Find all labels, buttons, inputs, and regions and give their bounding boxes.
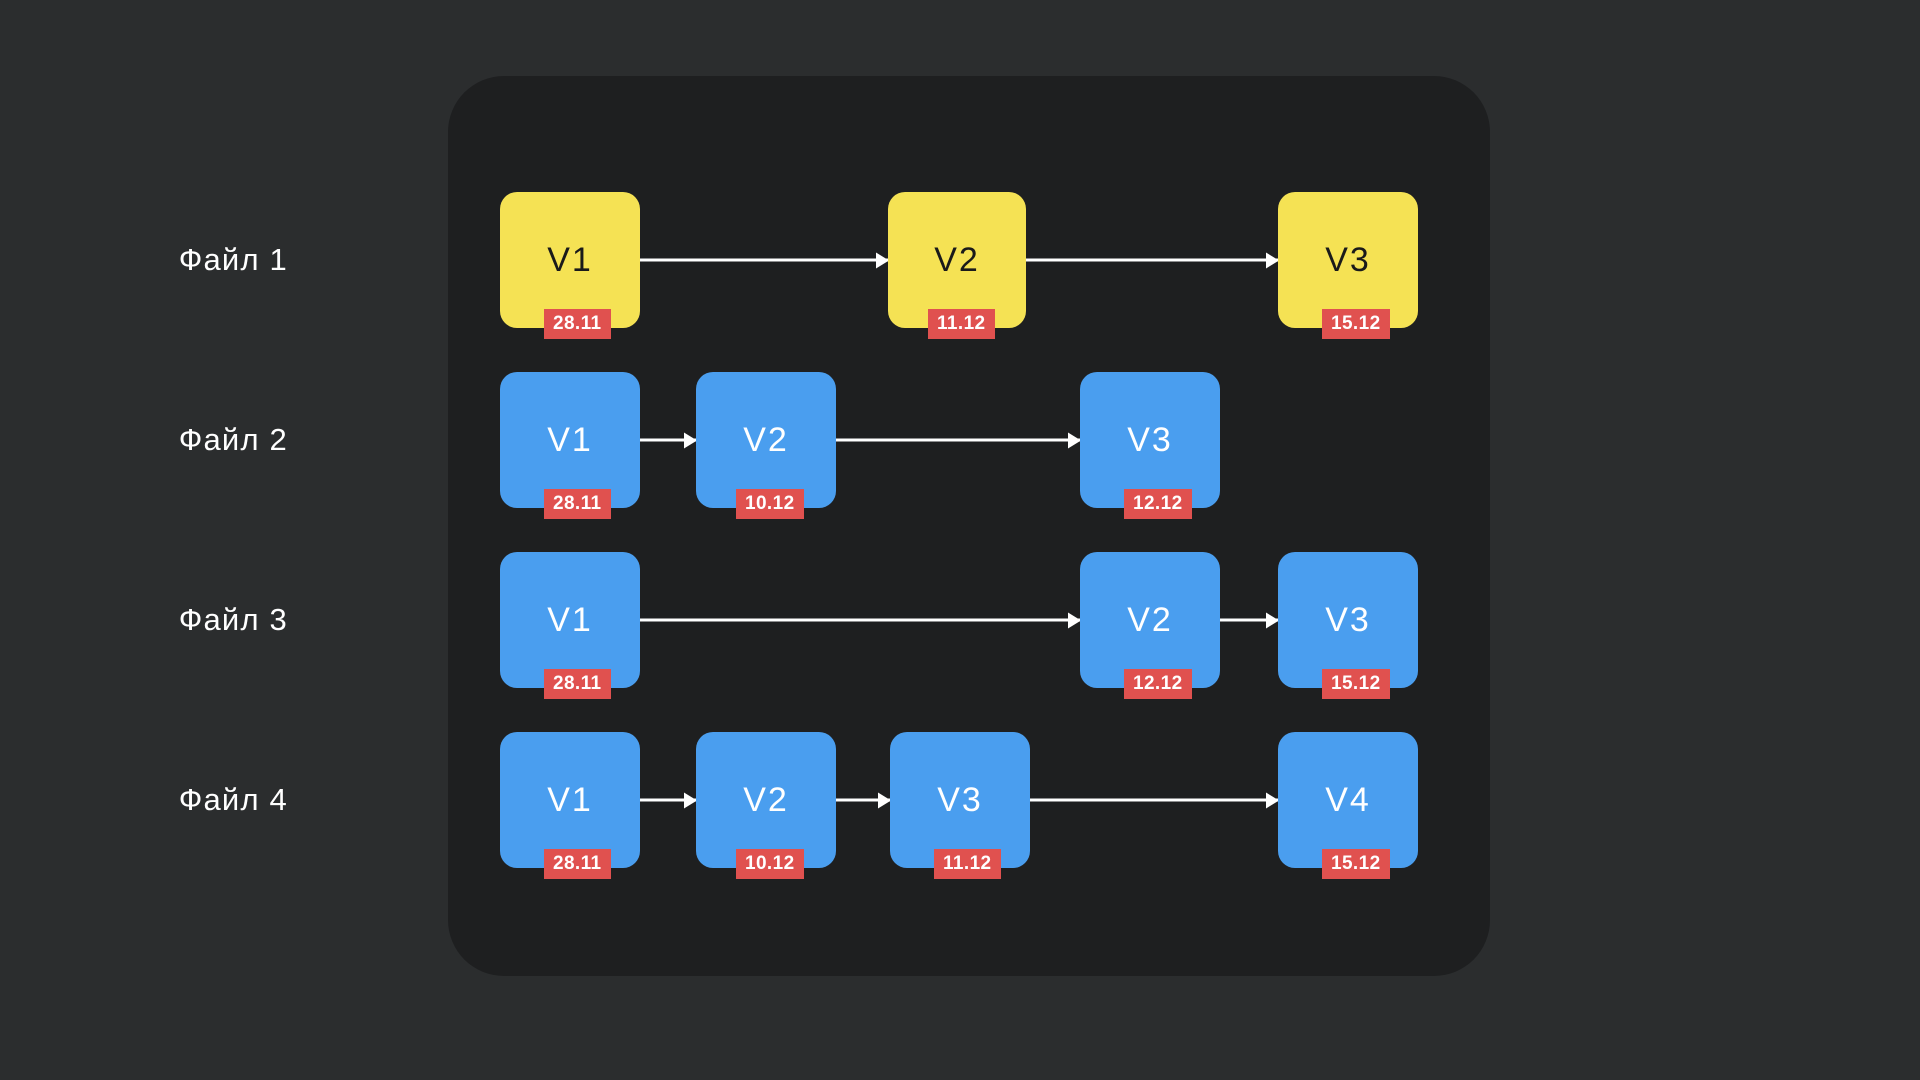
- version-node[interactable]: V1 28.11: [500, 372, 640, 519]
- version-node[interactable]: V3 11.12: [890, 732, 1030, 879]
- file-row-label: Файл 3: [178, 602, 288, 637]
- file-row-label: Файл 4: [178, 782, 288, 817]
- version-date-badge: 28.11: [544, 489, 611, 519]
- file-row-2: Файл 2 V1 28.11 V2 10.12 V3 12.12: [0, 372, 1920, 519]
- version-node[interactable]: V2 10.12: [696, 732, 836, 879]
- version-label: V1: [547, 781, 593, 819]
- file-row-label: Файл 1: [178, 242, 288, 277]
- file-row-1: Файл 1 V1 28.11 V2 11.12 V3 15.12: [0, 192, 1920, 339]
- version-date-badge: 10.12: [736, 489, 804, 519]
- version-label: V2: [934, 241, 980, 279]
- version-node[interactable]: V4 15.12: [1278, 732, 1418, 879]
- file-row-label: Файл 2: [178, 422, 288, 457]
- version-date-badge: 12.12: [1124, 489, 1192, 519]
- version-date-badge: 12.12: [1124, 669, 1192, 699]
- version-node[interactable]: V1 28.11: [500, 732, 640, 879]
- version-label: V3: [937, 781, 983, 819]
- version-arrow: [640, 618, 1080, 622]
- version-date-badge: 15.12: [1322, 849, 1390, 879]
- version-node[interactable]: V3 12.12: [1080, 372, 1220, 519]
- version-label: V1: [547, 601, 593, 639]
- version-date-badge: 28.11: [544, 309, 611, 339]
- version-arrow: [836, 798, 890, 802]
- file-row-4: Файл 4 V1 28.11 V2 10.12 V3 11.12 V4 15.12: [0, 732, 1920, 879]
- version-arrow: [1026, 258, 1278, 262]
- version-label: V3: [1325, 601, 1371, 639]
- version-date-badge: 28.11: [544, 849, 611, 879]
- version-label: V4: [1325, 781, 1371, 819]
- version-date-badge: 15.12: [1322, 669, 1390, 699]
- version-node[interactable]: V1 28.11: [500, 552, 640, 699]
- version-label: V3: [1127, 421, 1173, 459]
- version-node[interactable]: V2 11.12: [888, 192, 1026, 339]
- version-date-badge: 11.12: [928, 309, 995, 339]
- version-label: V2: [1127, 601, 1173, 639]
- version-node[interactable]: V2 10.12: [696, 372, 836, 519]
- version-date-badge: 15.12: [1322, 309, 1390, 339]
- version-arrow: [640, 258, 888, 262]
- version-node[interactable]: V3 15.12: [1278, 552, 1418, 699]
- version-date-badge: 10.12: [736, 849, 804, 879]
- version-arrow: [640, 798, 696, 802]
- version-label: V1: [547, 241, 593, 279]
- version-arrow: [640, 438, 696, 442]
- version-node[interactable]: V3 15.12: [1278, 192, 1418, 339]
- version-node[interactable]: V2 12.12: [1080, 552, 1220, 699]
- version-arrow: [836, 438, 1080, 442]
- version-label: V2: [743, 421, 789, 459]
- version-date-badge: 28.11: [544, 669, 611, 699]
- version-arrow: [1220, 618, 1278, 622]
- version-arrow: [1030, 798, 1278, 802]
- version-node[interactable]: V1 28.11: [500, 192, 640, 339]
- version-label: V1: [547, 421, 593, 459]
- version-date-badge: 11.12: [934, 849, 1001, 879]
- version-label: V2: [743, 781, 789, 819]
- file-row-3: Файл 3 V1 28.11 V2 12.12 V3 15.12: [0, 552, 1920, 699]
- version-label: V3: [1325, 241, 1371, 279]
